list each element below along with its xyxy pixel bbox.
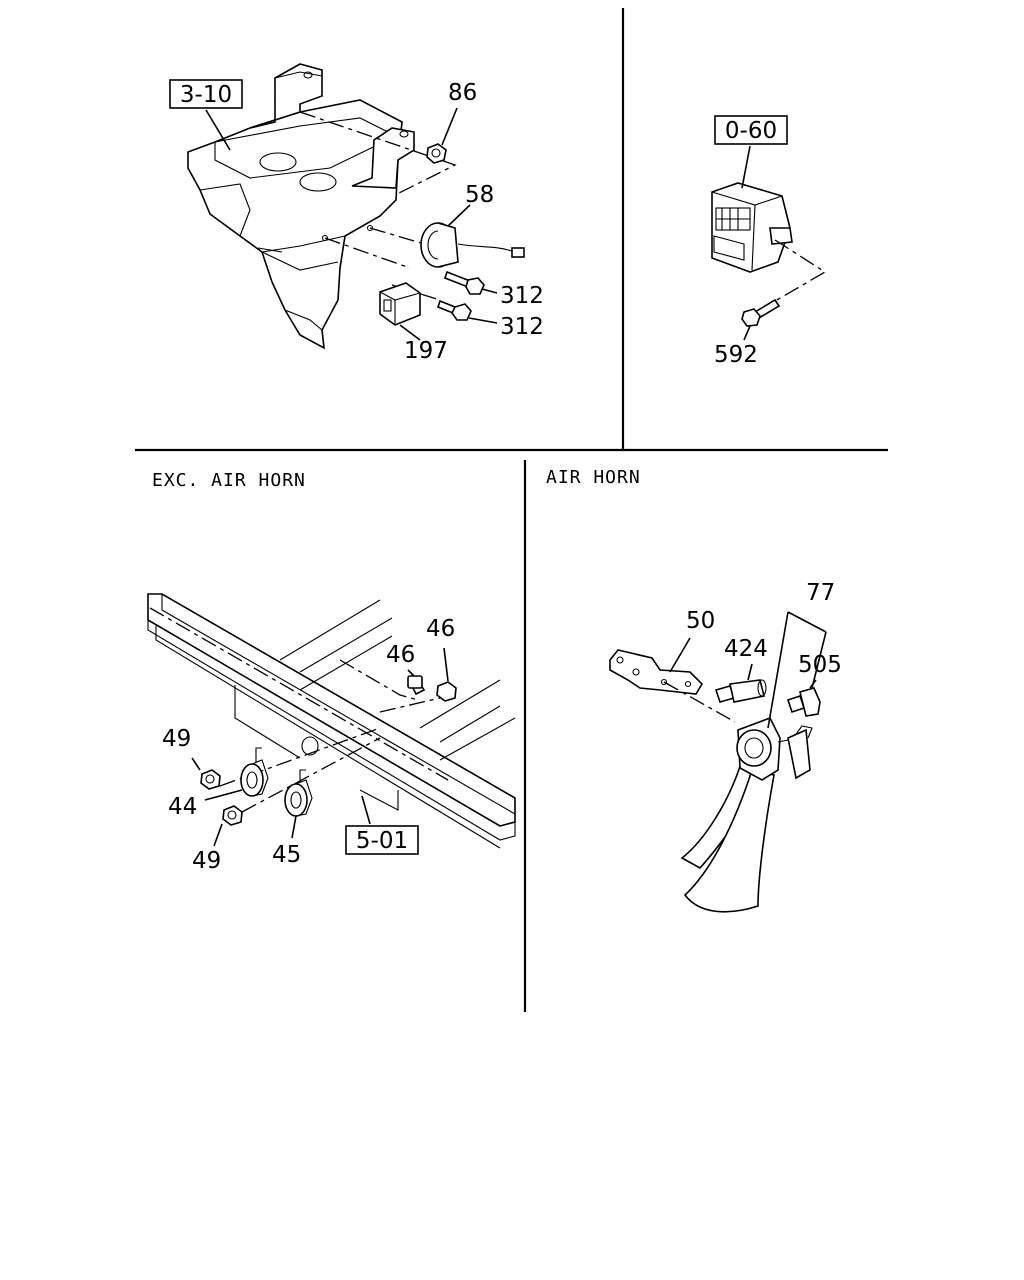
ref-box-0-60[interactable]: 0-60 xyxy=(714,115,788,189)
relay-197[interactable] xyxy=(379,282,421,341)
bracket-assembly xyxy=(187,63,415,350)
part-label-44: 44 xyxy=(168,794,197,820)
section-title-exc-air-horn: EXC. AIR HORN xyxy=(152,470,306,491)
nut-49-upper[interactable] xyxy=(191,757,221,790)
dash-lines-bottom-left xyxy=(149,607,449,813)
part-label-46-outer: 46 xyxy=(426,616,455,642)
part-label-77: 77 xyxy=(806,580,835,606)
bolt-46-inner[interactable] xyxy=(407,669,426,696)
horn-45[interactable] xyxy=(284,769,313,839)
ref-5-01-label: 5-01 xyxy=(356,828,408,854)
part-label-424: 424 xyxy=(724,636,768,662)
bracket-50[interactable] xyxy=(609,637,704,695)
dash-line-0-60 xyxy=(769,239,827,305)
part-label-49-lower: 49 xyxy=(192,848,221,874)
frame-rail-assembly xyxy=(147,593,516,849)
control-unit-assembly xyxy=(711,182,793,273)
part-label-46-inner: 46 xyxy=(386,642,415,668)
part-label-592: 592 xyxy=(714,342,758,368)
fitting-505[interactable] xyxy=(786,679,821,717)
fitting-424[interactable] xyxy=(714,663,767,703)
bolt-592[interactable] xyxy=(741,298,781,341)
part-label-58: 58 xyxy=(465,182,494,208)
part-label-45: 45 xyxy=(272,842,301,868)
part-label-312-lower: 312 xyxy=(500,314,544,340)
leader-77 xyxy=(767,611,827,729)
ref-box-5-01[interactable]: 5-01 xyxy=(345,795,419,855)
air-horn-assembly[interactable] xyxy=(680,716,813,913)
part-label-312-upper: 312 xyxy=(500,283,544,309)
horn-44[interactable] xyxy=(204,747,269,801)
part-label-505: 505 xyxy=(798,652,842,678)
part-label-86: 86 xyxy=(448,80,477,106)
part-label-197: 197 xyxy=(404,338,448,364)
bolt-312-lower[interactable] xyxy=(437,299,498,324)
part-label-49-upper: 49 xyxy=(162,726,191,752)
horn-58[interactable] xyxy=(420,204,525,268)
part-label-50: 50 xyxy=(686,608,715,634)
panel-dividers xyxy=(135,8,888,1012)
bolt-312-upper[interactable] xyxy=(444,270,498,295)
section-title-air-horn: AIR HORN xyxy=(546,467,641,488)
nut-49-lower[interactable] xyxy=(213,805,243,847)
nut-86[interactable] xyxy=(426,107,458,164)
ref-3-10-label: 3-10 xyxy=(180,82,232,108)
bolt-46-outer[interactable] xyxy=(436,647,457,702)
dash-line-bracket xyxy=(663,681,736,723)
ref-0-60-label: 0-60 xyxy=(725,118,777,144)
ref-box-3-10[interactable]: 3-10 xyxy=(169,79,243,151)
